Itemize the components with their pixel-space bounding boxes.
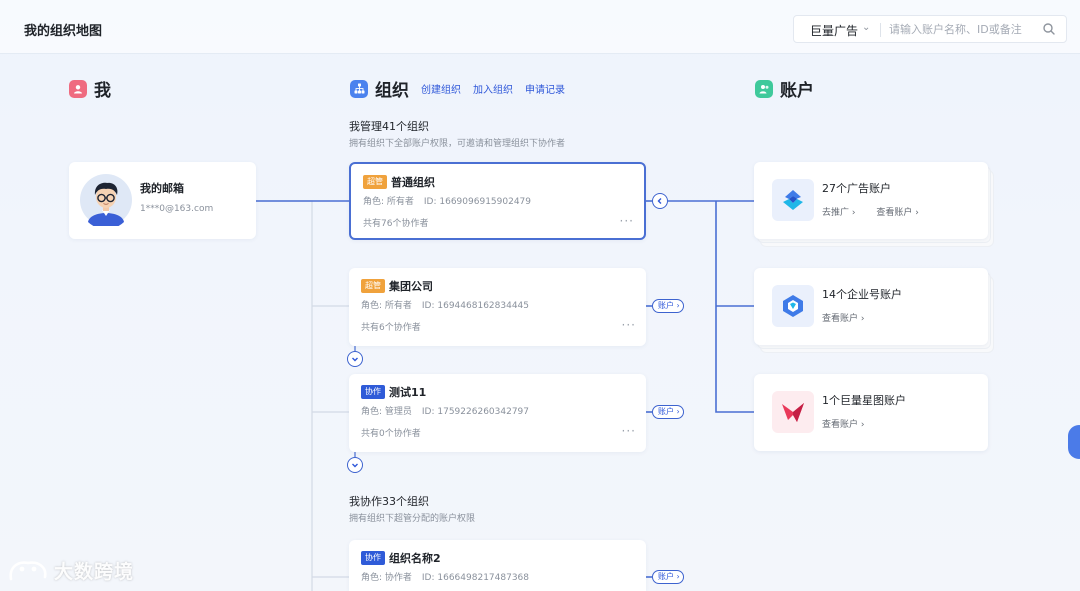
chevron-down-icon (352, 357, 358, 362)
org-role: 角色: 所有者 (361, 301, 412, 311)
watermark: 大数跨境 (8, 557, 134, 584)
account-group-icon (755, 79, 773, 98)
star-map-icon (772, 391, 814, 433)
watermark-logo-icon (9, 560, 47, 580)
chevron-right-icon: › (676, 407, 680, 416)
view-accounts-link[interactable]: 查看账户 › (876, 208, 919, 218)
account-pill-label: 账户 (658, 572, 674, 581)
account-card-links: 查看账户 › (822, 417, 882, 430)
collapse-button[interactable] (652, 193, 668, 209)
org-collaborators: 共有0个协作者 (361, 429, 421, 439)
accounts-column-head: 账户 (755, 76, 814, 101)
search-divider (880, 23, 881, 37)
me-card[interactable]: 我的邮箱 1***0@163.com (69, 162, 256, 239)
org-name: 测试11 (389, 386, 427, 399)
org-meta: 角色: 所有者 ID: 1694468162834445 (361, 298, 529, 311)
search-box: 巨量广告 ⌄ (793, 15, 1067, 43)
org-id: ID: 1759226260342797 (421, 407, 530, 417)
me-email: 1***0@163.com (140, 204, 214, 214)
watermark-text: 大数跨境 (54, 561, 135, 583)
search-icon[interactable] (1042, 22, 1056, 36)
org-collaborators: 共有76个协作者 (363, 219, 429, 229)
org-meta: 角色: 管理员 ID: 1759226260342797 (361, 404, 529, 417)
org-card-putong[interactable]: 超管 普通组织 角色: 所有者 ID: 1669096915902479 共有76… (349, 162, 646, 240)
org-card-jituan[interactable]: 超管 集团公司 角色: 所有者 ID: 1694468162834445 共有6个… (349, 268, 646, 346)
more-icon[interactable]: ··· (621, 424, 636, 438)
chevron-right-icon: › (676, 301, 680, 310)
account-pill[interactable]: 账户 › (652, 299, 684, 313)
collab-section-title: 我协作33个组织 (349, 495, 429, 508)
view-accounts-link[interactable]: 查看账户 › (822, 420, 865, 430)
chevron-left-icon (657, 198, 662, 204)
top-bar: 我的组织地图 巨量广告 ⌄ (0, 0, 1080, 54)
account-pill-label: 账户 (658, 301, 674, 310)
account-pill[interactable]: 账户 › (652, 570, 684, 584)
account-card-title: 1个巨量星图账户 (822, 394, 906, 407)
org-id: ID: 1669096915902479 (423, 197, 532, 207)
account-card-title: 27个广告账户 (822, 182, 891, 195)
org-name: 集团公司 (389, 280, 433, 293)
expand-button[interactable] (347, 351, 363, 367)
collab-section-desc: 拥有组织下超管分配的账户权限 (349, 514, 476, 524)
view-accounts-link[interactable]: 查看账户 › (822, 314, 865, 324)
star-map-accounts-card[interactable]: 1个巨量星图账户 查看账户 › (754, 374, 988, 451)
account-card-title: 14个企业号账户 (822, 288, 902, 301)
org-role: 角色: 管理员 (361, 407, 412, 417)
org-tag: 协作 (361, 551, 385, 565)
chevron-down-icon (352, 463, 358, 468)
org-tree-icon (350, 79, 368, 98)
account-pill[interactable]: 账户 › (652, 405, 684, 419)
org-tag: 超管 (361, 279, 385, 293)
more-icon[interactable]: ··· (621, 318, 636, 332)
managed-section-title: 我管理41个组织 (349, 120, 429, 133)
account-card-links: 查看账户 › (822, 311, 882, 324)
create-org-link[interactable]: 创建组织 (421, 85, 461, 96)
account-pill-label: 账户 (658, 407, 674, 416)
platform-select[interactable]: 巨量广告 (810, 24, 859, 38)
org-meta: 角色: 所有者 ID: 1669096915902479 (363, 194, 531, 207)
org-tag: 协作 (361, 385, 385, 399)
promote-link[interactable]: 去推广 › (822, 208, 856, 218)
org-id: ID: 1666498217487368 (421, 573, 530, 583)
search-input[interactable] (889, 19, 1039, 39)
org-column-title: 组织 (375, 81, 409, 101)
chevron-down-icon[interactable]: ⌄ (862, 22, 871, 33)
org-collaborators: 共有6个协作者 (361, 323, 421, 333)
ad-accounts-card[interactable]: 27个广告账户 去推广 › 查看账户 › (754, 162, 988, 239)
org-id: ID: 1694468162834445 (421, 301, 530, 311)
enterprise-accounts-card[interactable]: 14个企业号账户 查看账户 › (754, 268, 988, 345)
help-assistant-icon[interactable] (1068, 425, 1080, 459)
me-column-head: 我 (69, 76, 111, 101)
avatar (80, 174, 132, 226)
chevron-right-icon: › (676, 572, 680, 581)
org-column-head: 组织 创建组织 加入组织 申请记录 (350, 76, 565, 101)
application-records-link[interactable]: 申请记录 (525, 85, 565, 96)
user-icon (69, 79, 87, 98)
org-meta: 角色: 协作者 ID: 1666498217487368 (361, 570, 529, 583)
org-name: 组织名称2 (389, 552, 441, 565)
me-column-title: 我 (94, 81, 111, 101)
org-role: 角色: 协作者 (361, 573, 412, 583)
org-tag: 超管 (363, 175, 387, 189)
page-title: 我的组织地图 (24, 24, 103, 39)
account-card-links: 去推广 › 查看账户 › (822, 205, 937, 218)
ocean-engine-ads-icon (772, 179, 814, 221)
org-role: 角色: 所有者 (363, 197, 414, 207)
expand-button[interactable] (347, 457, 363, 473)
join-org-link[interactable]: 加入组织 (473, 85, 513, 96)
more-icon[interactable]: ··· (619, 214, 634, 228)
org-card-test11[interactable]: 协作 测试11 角色: 管理员 ID: 1759226260342797 共有0个… (349, 374, 646, 452)
me-name: 我的邮箱 (140, 182, 184, 195)
accounts-column-title: 账户 (780, 81, 814, 101)
org-name: 普通组织 (391, 176, 435, 189)
enterprise-account-icon (772, 285, 814, 327)
managed-section-desc: 拥有组织下全部账户权限，可邀请和管理组织下协作者 (349, 139, 566, 149)
org-card-name2[interactable]: 协作 组织名称2 角色: 协作者 ID: 1666498217487368 (349, 540, 646, 591)
